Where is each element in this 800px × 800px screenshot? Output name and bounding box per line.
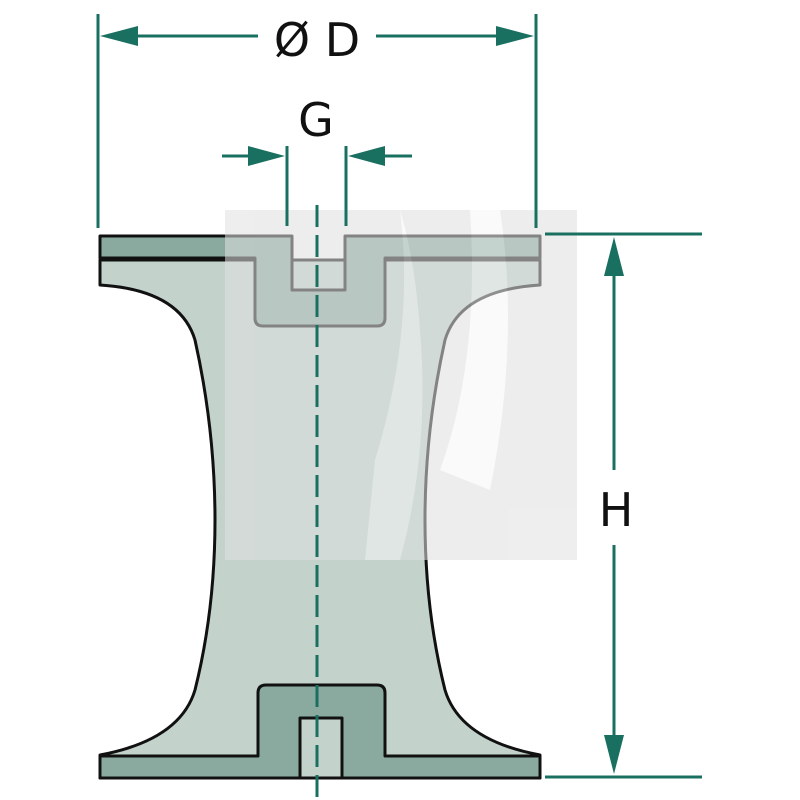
height-label: H (599, 483, 634, 537)
height-dimension (545, 232, 702, 779)
diameter-label: Ø D (274, 13, 360, 67)
diameter-dimension (96, 14, 538, 228)
groove-width-label: G (298, 93, 334, 147)
watermark-logo (225, 210, 577, 560)
groove-dimension (222, 146, 412, 226)
bottom-plate (98, 683, 542, 780)
